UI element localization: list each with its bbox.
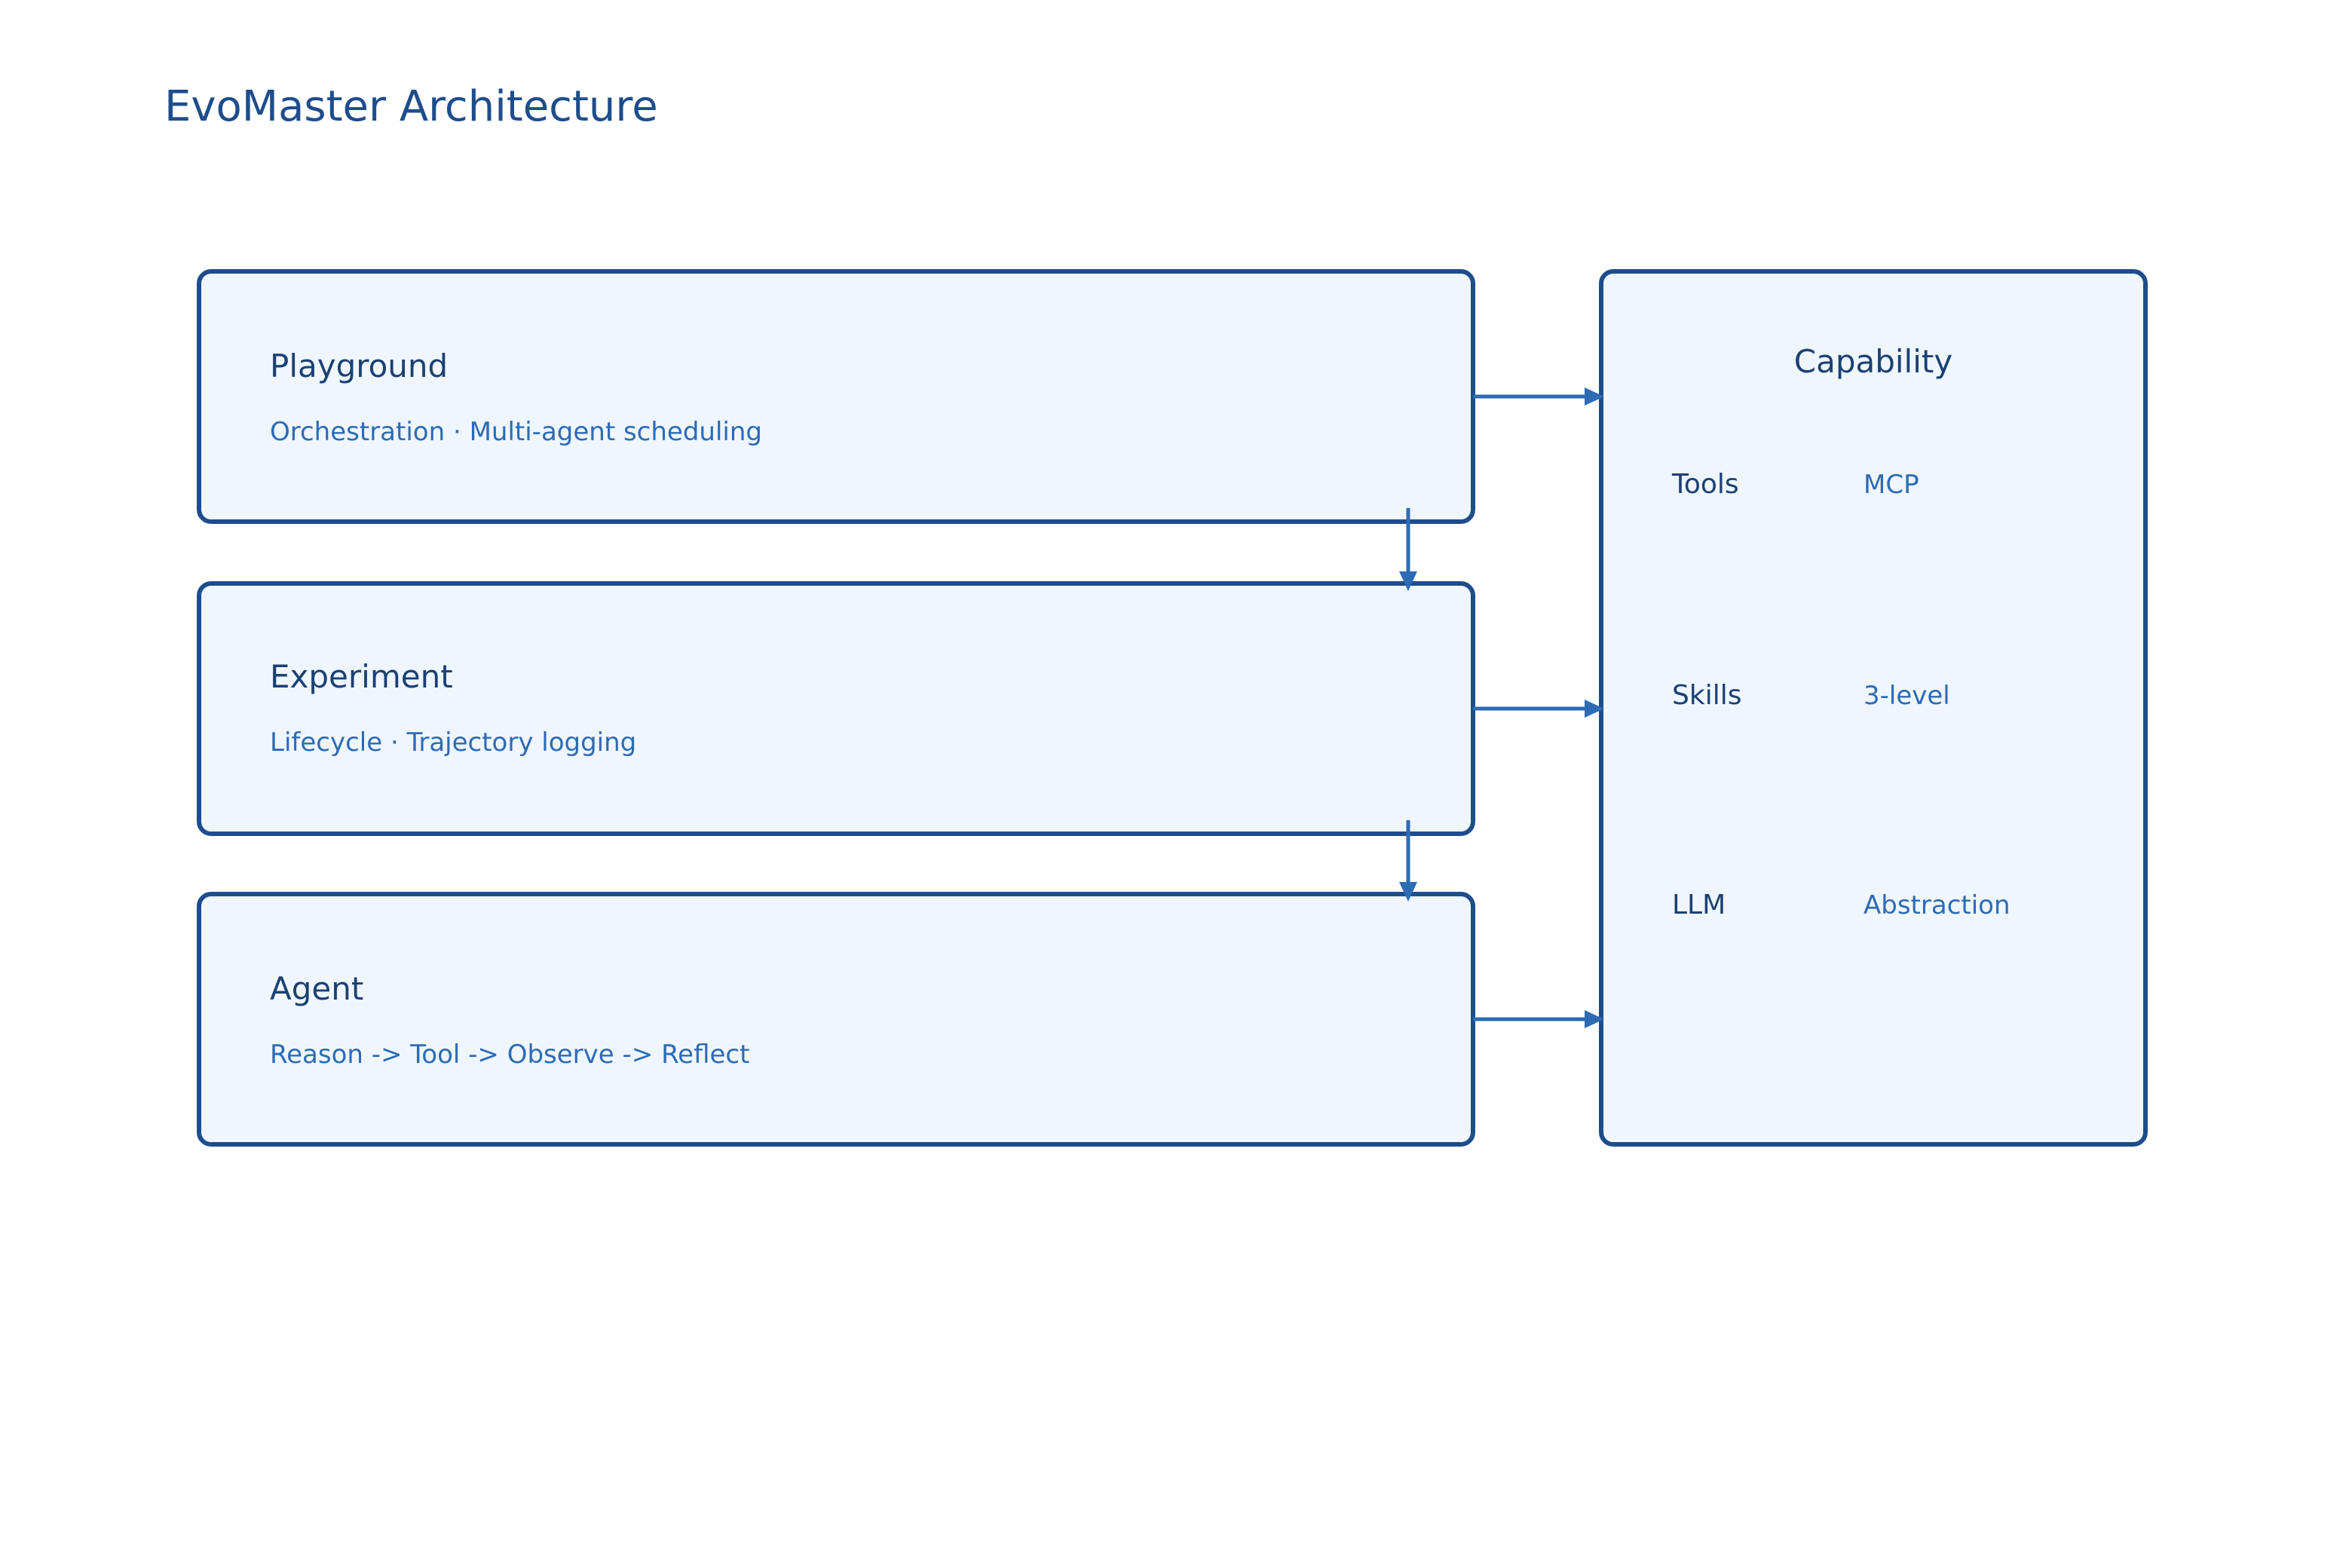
layer-playground: Playground Orchestration · Multi-agent s… [197, 269, 1475, 524]
capability-item-skills-value: 3-level [1864, 681, 1950, 711]
layer-agent-box [197, 892, 1475, 1147]
layer-experiment-box [197, 581, 1475, 836]
capability-panel: Capability Tools MCP Skills 3-level LLM … [1599, 269, 2148, 1147]
layer-agent-description: Reason -> Tool -> Observe -> Reflect [270, 1040, 749, 1070]
arrow-experiment-to-capability [1473, 700, 1604, 718]
capability-item-tools-key: Tools [1671, 469, 1739, 500]
layer-agent: Agent Reason -> Tool -> Observe -> Refle… [197, 892, 1475, 1147]
arrow-playground-to-experiment [1399, 508, 1417, 591]
arrow-agent-to-capability [1473, 1010, 1604, 1028]
capability-item-tools-value: MCP [1864, 470, 1919, 500]
layer-playground-box [197, 269, 1475, 524]
diagram-title: EvoMaster Architecture [164, 82, 658, 131]
layer-experiment-title: Experiment [270, 658, 453, 695]
layer-playground-title: Playground [270, 348, 448, 384]
layer-agent-title: Agent [270, 970, 363, 1007]
capability-item-llm-value: Abstraction [1864, 890, 2011, 920]
layer-playground-description: Orchestration · Multi-agent scheduling [270, 417, 762, 447]
layer-experiment: Experiment Lifecycle · Trajectory loggin… [197, 581, 1475, 836]
arrow-experiment-to-agent [1399, 820, 1417, 902]
arrow-playground-to-capability [1473, 387, 1604, 406]
capability-item-llm-key: LLM [1672, 890, 1726, 920]
capability-title: Capability [1794, 343, 1952, 380]
layer-experiment-description: Lifecycle · Trajectory logging [270, 727, 636, 758]
capability-item-skills-key: Skills [1672, 680, 1741, 711]
